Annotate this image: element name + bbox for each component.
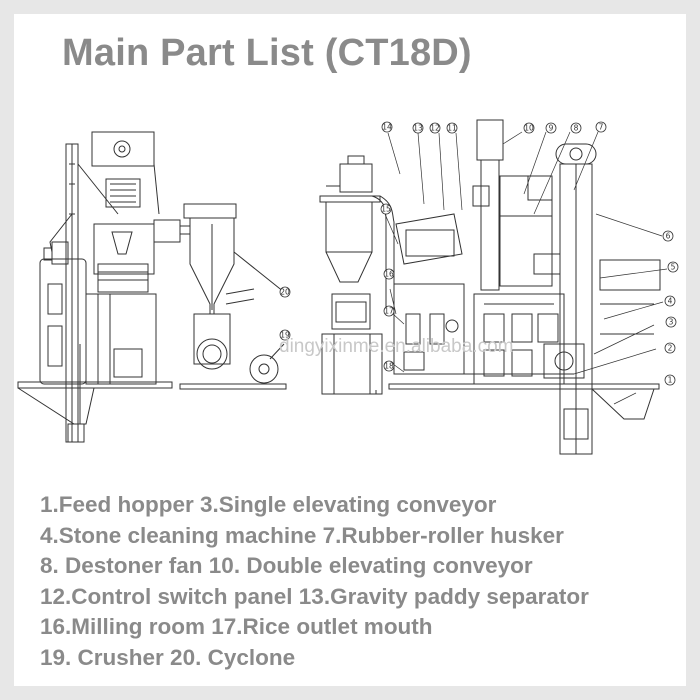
callout-number: 5 bbox=[671, 263, 676, 272]
callout-number: 11 bbox=[447, 124, 457, 133]
callout-number: 1 bbox=[668, 376, 673, 385]
watermark: dingyixinme.en.alibaba.com bbox=[279, 336, 514, 357]
part-list-line: 1.Feed hopper 3.Single elevating conveyo… bbox=[40, 492, 497, 517]
callout-10 bbox=[523, 122, 535, 134]
callout-number: 15 bbox=[381, 205, 391, 214]
callout-8 bbox=[570, 122, 582, 134]
callout-number: 12 bbox=[430, 124, 440, 133]
callout-7 bbox=[595, 121, 607, 133]
callout-19 bbox=[279, 329, 291, 341]
callout-number: 8 bbox=[574, 124, 579, 133]
callout-number: 17 bbox=[384, 307, 394, 316]
part-list-line: 4.Stone cleaning machine 7.Rubber-roller… bbox=[40, 522, 564, 548]
side-view-drawing bbox=[17, 131, 287, 443]
callout-2 bbox=[664, 342, 676, 354]
part-list-line: 8. Destoner fan 10. Double elevating con… bbox=[40, 553, 533, 578]
callout-1 bbox=[664, 374, 676, 386]
front-view-drawing bbox=[319, 119, 661, 455]
callout-markers bbox=[279, 121, 679, 386]
callout-6 bbox=[662, 230, 674, 242]
callout-number: 7 bbox=[599, 123, 604, 132]
callout-20 bbox=[279, 286, 291, 298]
callout-4 bbox=[664, 295, 676, 307]
callout-12 bbox=[429, 122, 441, 134]
callout-5 bbox=[667, 261, 679, 273]
part-list-line: 16.Milling room 17.Rice outlet mouth bbox=[40, 614, 433, 639]
callout-15 bbox=[380, 203, 392, 215]
callout-14 bbox=[381, 121, 393, 133]
callout-17 bbox=[383, 305, 395, 317]
callout-number: 13 bbox=[413, 124, 423, 133]
callout-number: 6 bbox=[666, 232, 671, 241]
callout-18 bbox=[383, 360, 395, 372]
part-list: 1.Feed hopper 3.Single elevating conveyo… bbox=[40, 490, 589, 673]
callout-13 bbox=[412, 122, 424, 134]
callout-number: 14 bbox=[382, 123, 392, 132]
machine-diagram: 1 2 3 4 5 6 7 8 9 10 11 12 13 14 15 16 1… bbox=[17, 119, 679, 455]
callout-number: 19 bbox=[280, 331, 290, 340]
page-title: Main Part List (CT18D) bbox=[62, 32, 472, 74]
part-list-line: 19. Crusher 20. Cyclone bbox=[40, 644, 296, 670]
leader-lines bbox=[384, 131, 668, 405]
callout-number: 9 bbox=[549, 124, 554, 133]
callout-16 bbox=[383, 268, 395, 280]
callout-3 bbox=[665, 316, 677, 328]
part-list-line: 12.Control switch panel 13.Gravity paddy… bbox=[40, 583, 589, 609]
callout-number: 20 bbox=[280, 288, 290, 297]
callout-number: 10 bbox=[524, 124, 534, 133]
callout-number: 4 bbox=[668, 297, 673, 306]
callout-number: 16 bbox=[384, 270, 394, 279]
callout-labels: 1 2 3 4 5 6 7 8 9 10 11 12 13 14 15 16 1… bbox=[280, 123, 675, 385]
callout-number: 18 bbox=[384, 362, 394, 371]
callout-number: 2 bbox=[668, 344, 673, 353]
callout-number: 3 bbox=[669, 318, 674, 327]
product-sheet: Main Part List (CT18D) bbox=[14, 14, 686, 686]
callout-9 bbox=[545, 122, 557, 134]
callout-11 bbox=[446, 122, 458, 134]
